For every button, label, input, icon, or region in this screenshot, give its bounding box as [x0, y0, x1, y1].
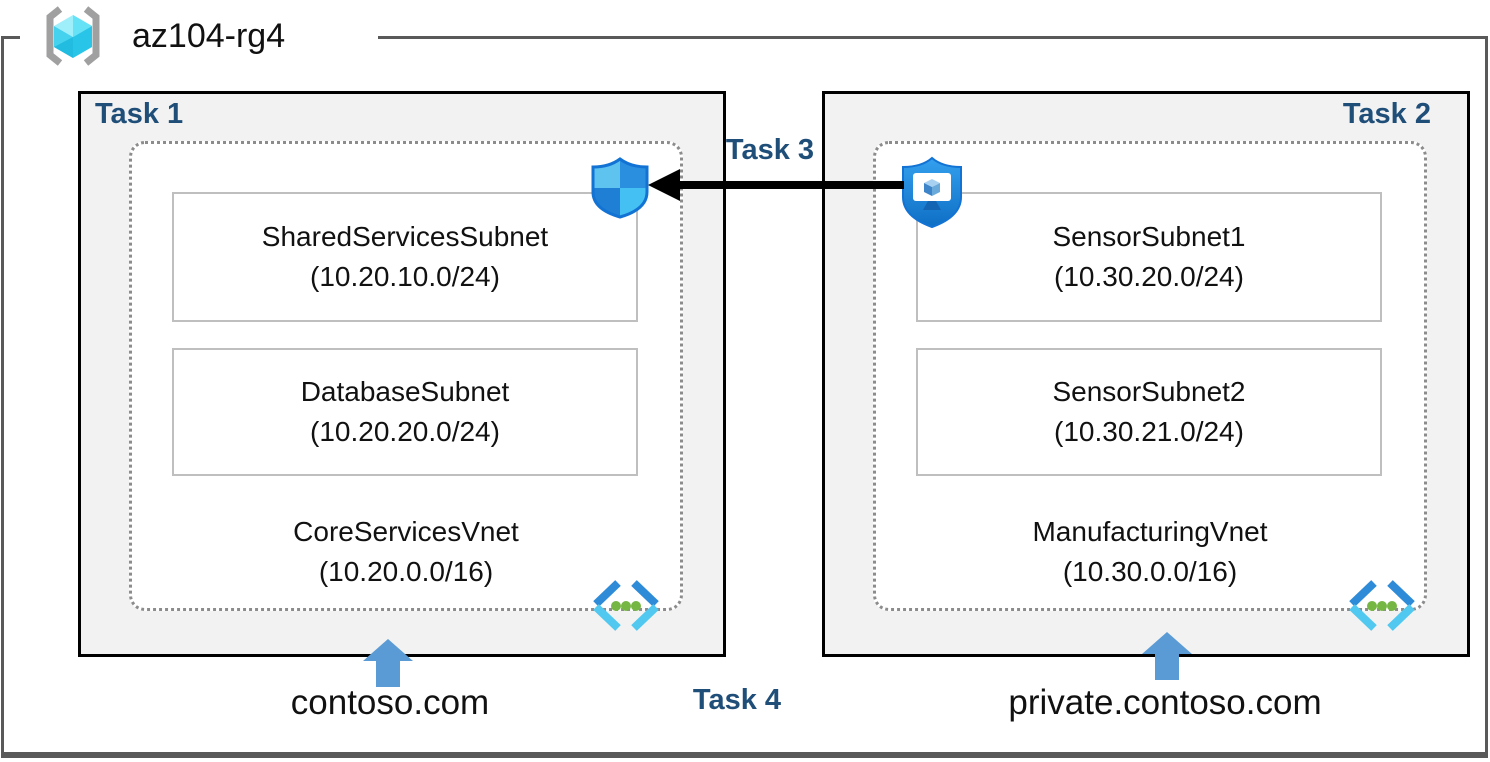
task2-box: Task 2 SensorSubnet1 (10.30.20.0/24) Sen…	[822, 91, 1470, 657]
database-subnet-box: DatabaseSubnet (10.20.20.0/24)	[172, 348, 638, 476]
subnet-cidr: (10.20.10.0/24)	[310, 261, 500, 292]
sensor-subnet2-box: SensorSubnet2 (10.30.21.0/24)	[916, 348, 1382, 476]
resource-group-icon	[46, 6, 100, 66]
private-contoso-domain-label: private.contoso.com	[1008, 683, 1322, 722]
application-security-group-icon	[902, 156, 962, 229]
shared-services-subnet-box: SharedServicesSubnet (10.20.10.0/24)	[172, 192, 638, 322]
virtual-network-icon	[1349, 580, 1415, 631]
manufacturing-vnet-region: SensorSubnet1 (10.30.20.0/24) SensorSubn…	[873, 141, 1427, 611]
task1-label: Task 1	[95, 98, 184, 130]
up-arrow-icon	[363, 639, 413, 687]
vnet-name: CoreServicesVnet	[293, 516, 519, 547]
subnet-name: SensorSubnet2	[1052, 376, 1246, 407]
task3-label: Task 3	[725, 134, 815, 166]
task3-left-arrow-icon	[648, 169, 904, 201]
network-security-group-icon	[591, 157, 649, 219]
sensor-subnet1-box: SensorSubnet1 (10.30.20.0/24)	[916, 192, 1382, 322]
subnet-cidr: (10.30.20.0/24)	[1054, 261, 1244, 292]
task4-label: Task 4	[692, 684, 782, 716]
task1-box: Task 1 SharedServicesSubnet (10.20.10.0/…	[78, 91, 726, 657]
vnet-cidr: (10.30.0.0/16)	[1062, 556, 1238, 587]
subnet-cidr: (10.30.21.0/24)	[1054, 416, 1244, 447]
resource-group-frame	[1, 36, 1488, 758]
vnet-cidr: (10.20.0.0/16)	[318, 556, 494, 587]
core-services-vnet-region: SharedServicesSubnet (10.20.10.0/24) Dat…	[129, 141, 683, 611]
vnet-name: ManufacturingVnet	[1032, 516, 1268, 547]
up-arrow-icon	[1142, 632, 1192, 680]
subnet-name: SensorSubnet1	[1052, 221, 1246, 252]
manufacturing-vnet-label: ManufacturingVnet (10.30.0.0/16)	[876, 512, 1424, 592]
subnet-cidr: (10.20.20.0/24)	[310, 416, 500, 447]
virtual-network-icon	[593, 580, 659, 631]
task2-label: Task 2	[1342, 98, 1431, 130]
subnet-name: SharedServicesSubnet	[261, 221, 549, 252]
contoso-domain-label: contoso.com	[290, 683, 490, 722]
resource-group-header: az104-rg4	[20, 0, 378, 72]
resource-group-name: az104-rg4	[132, 16, 286, 55]
subnet-name: DatabaseSubnet	[300, 376, 510, 407]
core-services-vnet-label: CoreServicesVnet (10.20.0.0/16)	[132, 512, 680, 592]
